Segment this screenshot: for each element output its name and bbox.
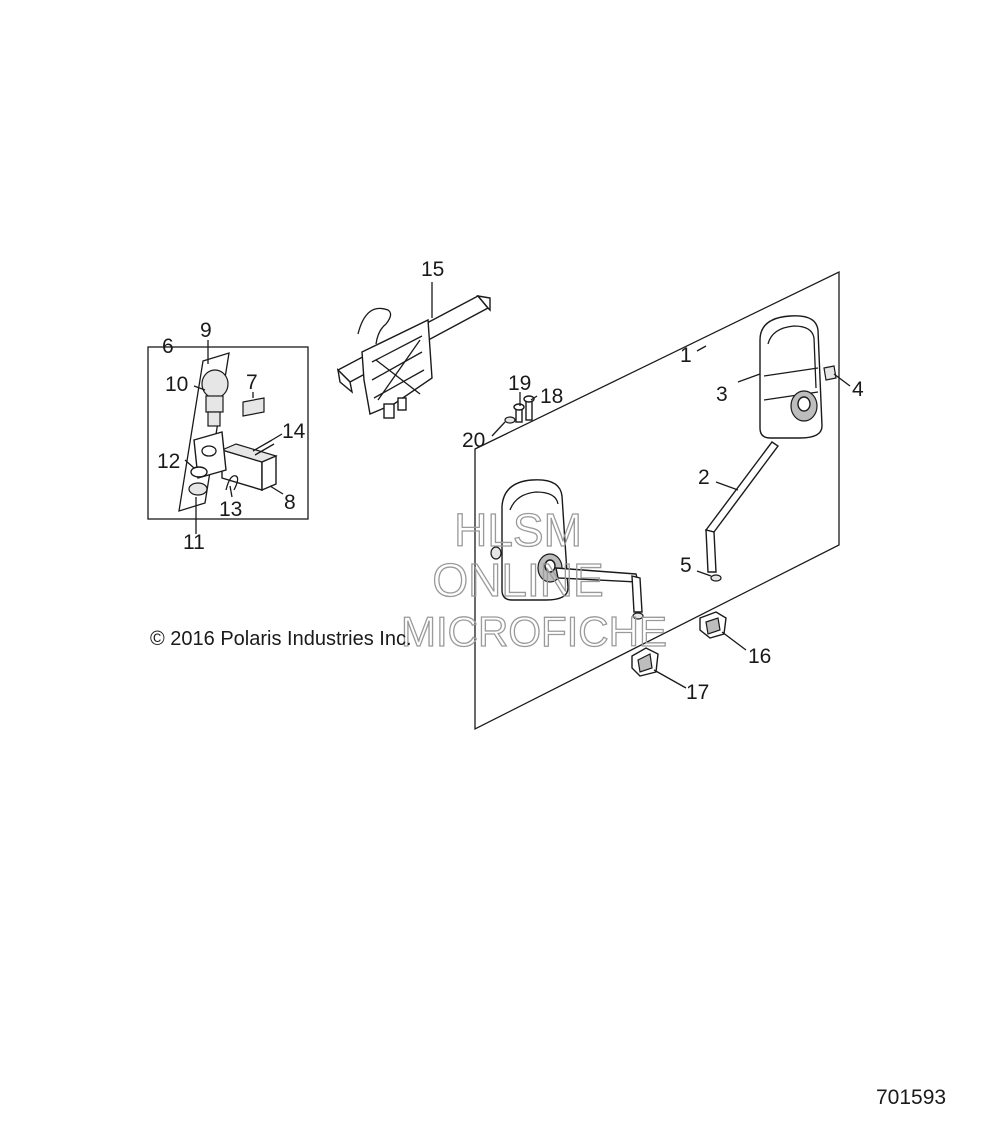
hitch-ball-stem xyxy=(207,411,221,427)
clamp-part-16 xyxy=(699,611,727,639)
callout-8: 8 xyxy=(284,491,296,514)
callout-labels: 1 2 3 4 5 6 7 8 9 10 11 12 13 14 15 16 1… xyxy=(157,258,864,704)
callout-13: 13 xyxy=(219,498,242,521)
callout-10: 10 xyxy=(165,373,188,396)
hitch-mount-plate xyxy=(193,431,227,479)
small-nut-part xyxy=(504,416,516,424)
callout-16: 16 xyxy=(748,645,771,668)
callout-6: 6 xyxy=(162,335,174,358)
arm-nut-part xyxy=(710,574,722,582)
fasteners-group xyxy=(504,395,535,424)
callout-15: 15 xyxy=(421,258,444,281)
mirror-cap-part xyxy=(823,365,837,381)
callout-9: 9 xyxy=(200,319,212,342)
callout-12: 12 xyxy=(157,450,180,473)
screw-part xyxy=(525,399,533,421)
watermark-line2: ONLINE xyxy=(432,554,603,606)
callout-3: 3 xyxy=(716,383,728,406)
watermark-line3: MICROFICHE xyxy=(401,608,667,655)
callout-1: 1 xyxy=(680,344,692,367)
hitch-kit-box xyxy=(147,346,309,520)
clamp-part-17 xyxy=(631,647,659,677)
callout-20: 20 xyxy=(462,429,485,452)
callout-19: 19 xyxy=(508,372,531,395)
hitch-mount-hole xyxy=(201,445,217,457)
hitch-clip-part xyxy=(225,475,239,491)
leader-lines xyxy=(184,282,851,689)
callout-14: 14 xyxy=(282,420,306,443)
hitch-receiver-side xyxy=(261,454,277,492)
callout-7: 7 xyxy=(246,371,258,394)
callout-4: 4 xyxy=(852,378,864,401)
callout-5: 5 xyxy=(680,554,692,577)
mirror-arm-part xyxy=(704,441,780,573)
nut-part xyxy=(188,482,208,496)
hitch-pin-part xyxy=(252,439,273,452)
decal-part xyxy=(242,397,265,417)
callout-17: 17 xyxy=(686,681,709,704)
mirror-head-part xyxy=(759,315,823,439)
mirror-kit-panel xyxy=(474,270,840,731)
watermark: HLSM ONLINE MICROFICHE xyxy=(400,503,667,655)
hitch-kit-group xyxy=(147,346,309,520)
callout-18: 18 xyxy=(540,385,563,408)
mirror-bracket-part xyxy=(336,294,491,419)
hitch-ball-part xyxy=(201,369,229,399)
hitch-ball-shank xyxy=(205,395,224,413)
watermark-line1: HLSM xyxy=(454,504,582,556)
callout-11: 11 xyxy=(183,531,205,554)
figure-number: 701593 xyxy=(876,1086,946,1109)
callout-2: 2 xyxy=(698,466,710,489)
copyright-text: © 2016 Polaris Industries Inc. xyxy=(150,628,412,650)
assembled-mirror xyxy=(490,479,644,620)
washer-part xyxy=(190,466,208,478)
